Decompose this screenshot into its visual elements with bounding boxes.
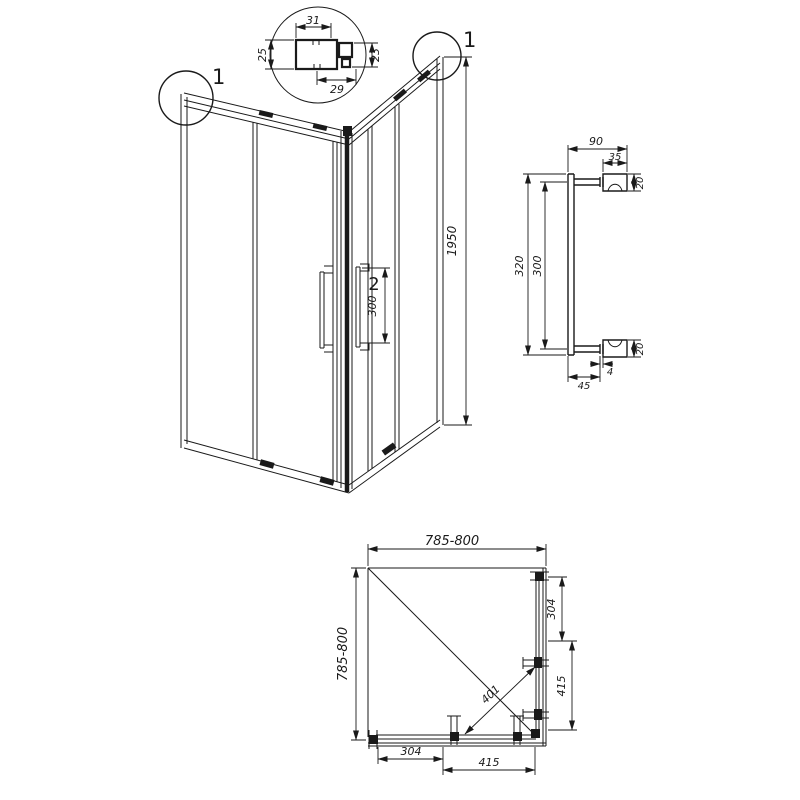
dim-handle-320: 320 [513,173,566,356]
corner-post-edges [340,131,353,489]
right-wall-posts [367,57,444,471]
profile-detail-view: 31 25 23 29 [256,6,382,104]
dim-text-45: 45 [578,381,591,392]
dim-elevation-height: 1950 [444,56,472,426]
dim-text-width: 785-800 [425,534,479,549]
handle-top-arm [574,177,604,187]
callout-1-left: 1 [212,65,225,89]
left-wall-posts [180,94,338,482]
plan-right-wall [535,568,547,746]
dim-handle-20-top: 20 [628,173,646,192]
handle-bar [567,173,575,356]
profile-joint-lines [337,45,345,59]
dim-detail-bottom: 29 [316,69,357,96]
dim-text-right-304: 304 [545,599,558,620]
dim-plan-bottom-304: 304 [377,745,444,775]
dim-text-4: 4 [607,367,613,378]
dim-text-31: 31 [306,14,320,27]
callout-2-handle: 2 [368,274,379,295]
dim-text-1950: 1950 [445,225,459,256]
plan-view: 401 785-800 785-800 304 415 [336,534,577,775]
dim-detail-top: 31 [295,14,332,38]
handle-detail-view: 90 35 20 320 300 45 [513,135,646,392]
dim-elevation-handle: 300 2 [362,267,390,344]
dim-text-20-bottom: 20 [635,343,646,356]
dim-text-bottom-304: 304 [401,745,422,758]
callout-circle-left [158,70,214,126]
dim-text-90: 90 [589,135,603,148]
dim-plan-depth: 785-800 [336,567,366,741]
dim-text-300-handle: 300 [531,256,544,277]
handle-top-block [602,173,628,192]
dim-handle-4: 4 [590,356,613,378]
dim-text-320: 320 [513,256,526,277]
callout-1-right: 1 [463,28,476,52]
dim-detail-right: 23 [352,42,382,68]
dim-plan-bottom-415: 415 [442,747,536,775]
dim-plan-width: 785-800 [367,534,547,566]
left-top-rail [183,92,350,146]
elevation-view: 1 1 1950 300 2 [158,28,476,494]
dim-text-300-elev: 300 [366,296,379,317]
rollers [258,69,431,486]
profile-body [294,38,339,71]
handle-bottom-block-notch [607,339,623,348]
dim-detail-left: 25 [256,39,294,70]
dim-text-29: 29 [330,83,344,96]
dim-handle-45: 45 [567,356,601,392]
dim-plan-right-304: 304 [545,576,577,642]
profile-attachment [337,41,354,69]
plan-outline [367,567,546,737]
dim-handle-20-bottom: 20 [628,339,646,358]
dim-plan-right-415: 415 [548,640,577,731]
dim-text-right-415: 415 [555,676,568,697]
dim-text-23: 23 [369,48,382,62]
plan-brackets [368,571,549,749]
callout-circle-right [412,31,462,81]
right-sill [348,419,441,494]
dim-text-depth: 785-800 [336,627,351,681]
dim-text-20-top: 20 [635,177,646,190]
door-handles [319,263,370,353]
handle-bottom-block [602,339,628,358]
profile-notches [312,40,321,69]
dim-handle-300: 300 [531,181,567,350]
handle-bottom-arm [574,344,604,354]
dim-text-bottom-415: 415 [479,756,500,769]
dim-text-401: 401 [479,683,503,707]
dim-text-25: 25 [256,48,269,62]
dim-handle-35: 35 [602,152,628,172]
dim-text-35: 35 [609,152,622,163]
handle-top-block-notch [607,183,623,192]
dim-handle-90: 90 [567,135,628,172]
plan-diagonal [367,567,538,738]
